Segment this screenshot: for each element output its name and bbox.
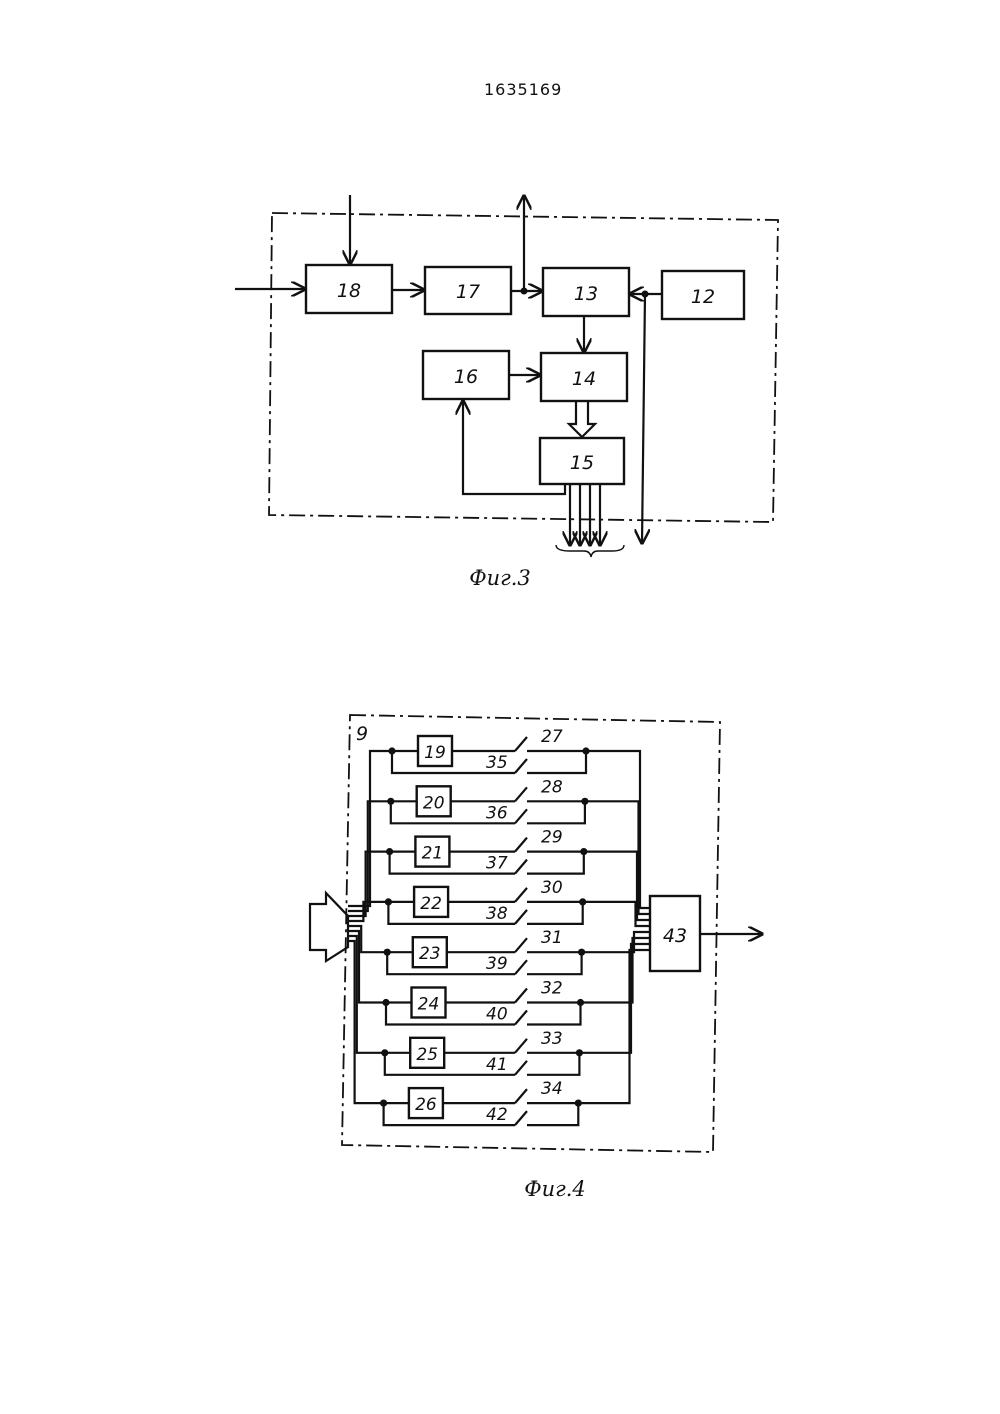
upper-contact-label: 31	[541, 928, 563, 948]
input-connector	[310, 893, 348, 961]
sensor-label: 25	[416, 1045, 438, 1065]
fig3-caption: Фиг.3	[469, 566, 531, 590]
upper-contact	[515, 838, 527, 852]
lower-wire-right	[527, 852, 584, 874]
lower-wire-right	[527, 1053, 579, 1075]
block-15-label: 15	[570, 452, 594, 474]
block-43: 43	[650, 896, 700, 971]
lower-contact	[515, 910, 527, 924]
sensor-label: 19	[424, 743, 446, 763]
lower-contact	[515, 1011, 527, 1025]
lower-contact	[515, 960, 527, 974]
block-15: 15	[540, 438, 624, 484]
bus-brace	[556, 545, 624, 557]
upper-contact-label: 34	[541, 1079, 563, 1099]
fig4-frame-label: 9	[356, 723, 368, 745]
block-16-label: 16	[454, 366, 478, 388]
lower-contact	[515, 759, 527, 773]
upper-contact	[515, 938, 527, 952]
block-18: 18	[306, 265, 392, 313]
input-wire	[348, 941, 384, 1103]
block-17-label: 17	[456, 281, 480, 303]
lower-contact-label: 40	[486, 1005, 508, 1025]
sensor-label: 21	[422, 844, 444, 864]
lower-wire-right	[527, 1103, 578, 1125]
sensor-label: 23	[419, 944, 441, 964]
lower-contact-label: 35	[486, 753, 508, 773]
block-12: 12	[662, 271, 744, 319]
sensor-rows: 19 27 35 20 28 36 21 29 37 22 30 38 23 31 39 24 32 40 25 33…	[348, 727, 650, 1125]
input-wire	[348, 751, 392, 906]
lower-contact	[515, 1061, 527, 1075]
upper-contact-label: 32	[541, 979, 563, 999]
upper-contact	[515, 989, 527, 1003]
block-17: 17	[425, 267, 511, 314]
sensor-row: 20 28 36	[348, 777, 650, 914]
lower-contact-label: 37	[486, 854, 508, 874]
output-down-arrow	[642, 294, 645, 543]
block-12-label: 12	[691, 286, 715, 308]
fig4-caption: Фиг.4	[524, 1177, 586, 1201]
lower-contact-label: 39	[486, 954, 508, 974]
lower-contact	[515, 860, 527, 874]
upper-contact-label: 30	[541, 878, 563, 898]
sensor-row: 24 32 40	[348, 931, 650, 1025]
block-14-label: 14	[572, 368, 596, 390]
figure-4: 9 43 19 27 35 20 28 36 21 29 37 22 30 38 23 31 39 24 32 4…	[310, 715, 762, 1201]
bus-arrow-14-to-15	[569, 402, 595, 437]
block-43-label: 43	[663, 925, 687, 947]
block-14: 14	[541, 353, 627, 401]
upper-contact-label: 33	[541, 1029, 563, 1049]
lower-wire-right	[527, 801, 585, 823]
upper-contact	[515, 888, 527, 902]
block-13-label: 13	[574, 283, 598, 305]
lower-wire-right	[527, 952, 582, 974]
output-wire	[581, 938, 651, 1003]
upper-contact	[515, 737, 527, 751]
lower-contact-label: 38	[486, 904, 508, 924]
lower-contact	[515, 1111, 527, 1125]
sensor-label: 24	[418, 995, 440, 1015]
lower-contact-label: 41	[486, 1055, 508, 1075]
upper-contact-label: 29	[541, 828, 563, 848]
output-wire	[586, 751, 650, 908]
upper-contact-label: 28	[541, 777, 563, 797]
lower-wire-right	[527, 751, 586, 773]
figure-3: 18 17 13 12 16 14 15	[235, 195, 778, 590]
lower-contact-label: 36	[486, 803, 508, 823]
block-16: 16	[423, 351, 509, 399]
upper-contact	[515, 787, 527, 801]
lower-wire-right	[527, 1003, 581, 1025]
sensor-label: 20	[423, 793, 445, 813]
sensor-label: 22	[420, 894, 442, 914]
lower-contact	[515, 809, 527, 823]
output-wire	[579, 944, 650, 1053]
upper-contact	[515, 1039, 527, 1053]
sensor-row: 22 30 38	[348, 878, 650, 926]
upper-contact	[515, 1089, 527, 1103]
output-wire	[578, 950, 650, 1103]
lower-wire-right	[527, 902, 583, 924]
lower-contact-label: 42	[486, 1105, 508, 1125]
block-13: 13	[543, 268, 629, 316]
sensor-row: 23 31 39	[348, 926, 650, 974]
sensor-label: 26	[415, 1095, 437, 1115]
block-18-label: 18	[337, 280, 361, 302]
upper-contact-label: 27	[541, 727, 563, 747]
